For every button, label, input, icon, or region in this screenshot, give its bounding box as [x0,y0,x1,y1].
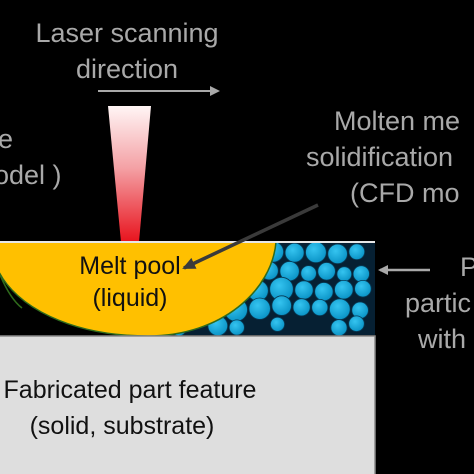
powder-particle [248,297,271,320]
laser-beam [108,106,151,242]
powder-particle [330,319,348,337]
powder-particle [292,298,311,317]
powder-particle [354,280,372,298]
substrate-label-line2: (solid, substrate) [30,412,215,440]
powder-particle [269,316,285,332]
powder-particle [305,241,327,264]
powder-particle [348,243,366,261]
powder-particle [327,243,348,265]
powder-particle [294,280,314,300]
substrate-label-line1: Fabricated part feature [4,376,257,404]
powder-particle [348,315,365,332]
powder-particle [328,298,351,321]
molten-label-line2: solidification [306,142,453,172]
powder-label-line1: P [460,252,474,282]
powder-particle [311,298,329,316]
melt-pool-label-line2: (liquid) [92,284,167,312]
melt-pool-label-line1: Melt pool [79,252,180,280]
substrate [0,335,376,474]
powder-particle [300,265,317,282]
powder-particle [271,295,292,316]
powder-particle [314,282,334,302]
powder-label-line2: partic [405,288,471,318]
powder-particle [336,266,353,282]
powder-label-line3: with [417,324,466,354]
melt-pool-trail [0,272,23,309]
molten-pointer-arrow [182,203,319,270]
powder-particle [317,262,336,281]
molten-label-line1: Molten me [334,106,460,136]
left-label-line2: odel ) [0,160,62,190]
powder-particle [228,319,245,336]
powder-particle [334,280,354,300]
left-label-line1: e [0,124,13,154]
scan-direction-label-line2: direction [76,54,178,84]
scan-direction-label-line1: Laser scanning [35,18,218,48]
powder-particle [284,242,305,263]
powder-particle [352,265,370,283]
molten-label-line3: (CFD mo [350,178,460,208]
